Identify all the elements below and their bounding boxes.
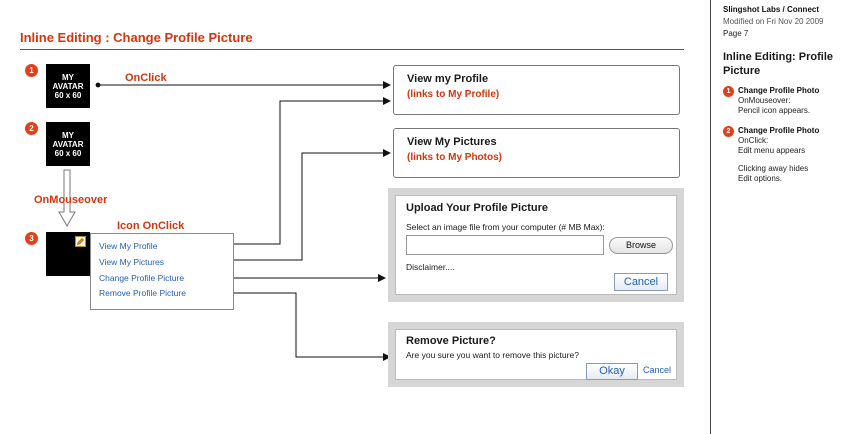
card-subtitle: (links to My Photos) — [407, 152, 502, 163]
remove-dialog-body: Remove Picture? Are you sure you want to… — [395, 329, 677, 380]
onmouseover-label: OnMouseover — [34, 194, 108, 206]
card-subtitle: (links to My Profile) — [407, 89, 500, 100]
menu-item-change-profile-picture[interactable]: Change Profile Picture — [99, 273, 185, 283]
note-badge-1: 1 — [723, 86, 734, 97]
remove-dialog: Remove Picture? Are you sure you want to… — [388, 322, 684, 387]
sidebar-company: Slingshot Labs / Connect — [723, 5, 820, 14]
avatar-text-line: AVATAR — [52, 139, 84, 149]
pencil-icon[interactable] — [75, 236, 86, 247]
step-badge-3: 3 — [25, 232, 38, 245]
menu-item-view-my-profile[interactable]: View My Profile — [99, 241, 158, 251]
card-title: View My Pictures — [407, 136, 497, 148]
menu-item-view-my-pictures[interactable]: View My Pictures — [99, 257, 165, 267]
sidebar-section-title: Inline Editing: Profile Picture — [723, 51, 833, 77]
note-line: Edit menu appears — [738, 146, 806, 155]
connector-view-profile — [203, 97, 391, 245]
file-path-field[interactable] — [406, 235, 604, 255]
note-title: Change Profile Photo — [738, 126, 820, 135]
title-divider — [20, 49, 684, 50]
page-title: Inline Editing : Change Profile Picture — [20, 30, 253, 45]
dialog-title: Upload Your Profile Picture — [406, 202, 549, 214]
connector-dot — [95, 82, 101, 88]
note-line: Pencil icon appears. — [738, 106, 811, 115]
avatar-text-line: MY — [62, 130, 74, 140]
okay-button[interactable]: Okay — [586, 363, 638, 380]
avatar-hover[interactable]: MY AVATAR 60 x 60 — [46, 122, 90, 166]
step-badge-1: 1 — [25, 64, 38, 77]
sidebar-page-number: Page 7 — [723, 29, 749, 38]
icon-onclick-label: Icon OnClick — [117, 220, 185, 232]
dialog-message: Are you sure you want to remove this pic… — [406, 350, 579, 360]
note-line: Clicking away hides — [738, 164, 809, 173]
view-pictures-card: View My Pictures (links to My Photos) — [393, 128, 680, 178]
note-title: Change Profile Photo — [738, 86, 820, 95]
view-profile-card: View my Profile (links to My Profile) — [393, 65, 680, 115]
onclick-label: OnClick — [125, 72, 167, 84]
note-line: OnMouseover: — [738, 96, 791, 105]
disclaimer-text: Disclaimer.... — [406, 262, 455, 272]
edit-menu: View My Profile View My Pictures Change … — [90, 233, 234, 310]
browse-button[interactable]: Browse — [609, 237, 673, 254]
avatar-text-line: AVATAR — [52, 81, 84, 91]
connector-remove-picture — [203, 292, 391, 361]
avatar-default[interactable]: MY AVATAR 60 x 60 — [46, 64, 90, 108]
avatar-text-line: 60 x 60 — [54, 148, 82, 158]
cancel-button[interactable]: Cancel — [614, 273, 668, 291]
dialog-title: Remove Picture? — [406, 335, 496, 347]
sidebar-modified: Modified on Fri Nov 20 2009 — [723, 17, 824, 26]
note-line: Edit options. — [738, 174, 783, 183]
cancel-link[interactable]: Cancel — [643, 365, 672, 375]
connector-view-pictures — [203, 149, 391, 261]
sidebar-note-2: Change Profile Photo OnClick: Edit menu … — [738, 126, 848, 184]
step-badge-2: 2 — [25, 122, 38, 135]
menu-item-remove-profile-picture[interactable]: Remove Profile Picture — [99, 288, 186, 298]
sidebar-note-1: Change Profile Photo OnMouseover: Pencil… — [738, 86, 848, 116]
note-line: OnClick: — [738, 136, 769, 145]
upload-dialog-body: Upload Your Profile Picture Select an im… — [395, 195, 677, 295]
dialog-instructions: Select an image file from your computer … — [406, 222, 605, 232]
note-badge-2: 2 — [723, 126, 734, 137]
sidebar-divider — [710, 0, 711, 434]
note-spacer — [738, 156, 848, 164]
avatar-text-line: MY — [62, 72, 74, 82]
card-title: View my Profile — [407, 73, 489, 85]
avatar-text-line: 60 x 60 — [54, 90, 82, 100]
upload-dialog: Upload Your Profile Picture Select an im… — [388, 188, 684, 302]
hollow-arrow-down-icon — [58, 169, 76, 228]
